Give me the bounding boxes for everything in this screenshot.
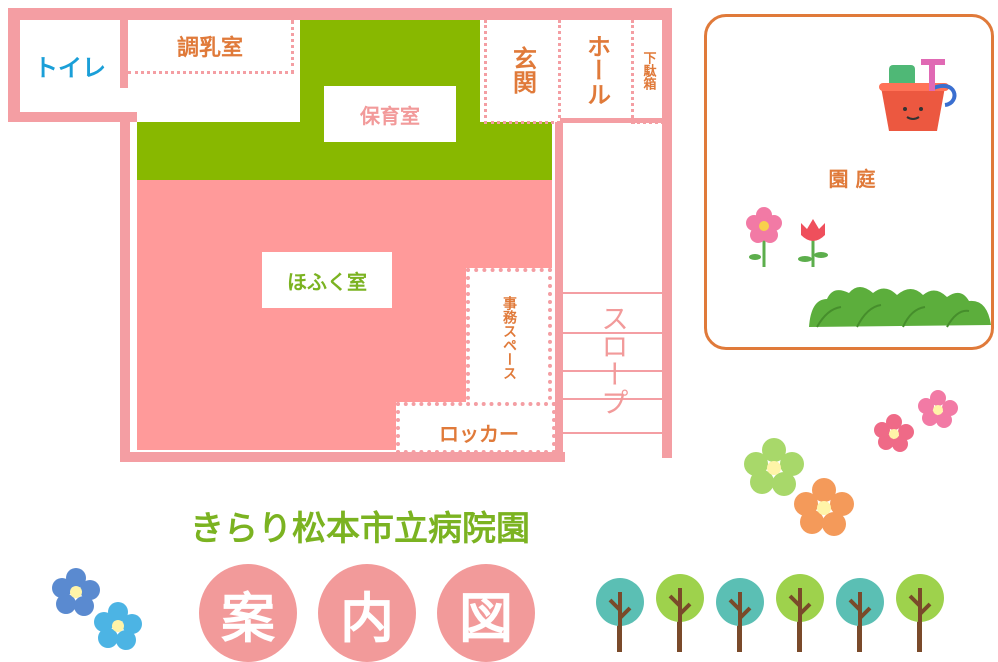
locker-area bbox=[396, 402, 556, 454]
formula-room-label: 調乳室 bbox=[176, 36, 243, 61]
hall-outline bbox=[558, 20, 634, 124]
subtitle-char: 案 bbox=[199, 564, 297, 662]
garden: 園 庭 bbox=[704, 14, 994, 350]
bush-icon bbox=[809, 287, 991, 328]
lockers-label: ロッカー bbox=[439, 421, 519, 446]
flower-icon bbox=[746, 207, 782, 267]
entrance-label: 玄関 bbox=[508, 46, 537, 94]
flower-icon bbox=[874, 390, 958, 452]
slope-line bbox=[563, 432, 663, 434]
slope-line bbox=[563, 398, 663, 400]
wall-left-outer bbox=[8, 8, 20, 122]
wall-top bbox=[8, 8, 672, 20]
shoebox-label: 下駄箱 bbox=[640, 50, 656, 90]
slope-line bbox=[563, 332, 663, 334]
slope-line bbox=[563, 292, 663, 294]
wall-toilet-bottom bbox=[8, 112, 137, 122]
wall-right-inner bbox=[555, 122, 563, 462]
shoebox-outline bbox=[632, 20, 664, 124]
subtitle-char: 内 bbox=[318, 564, 416, 662]
slope-line bbox=[563, 370, 663, 372]
garden-label: 園 庭 bbox=[828, 166, 876, 191]
wall-entrance-bottom bbox=[560, 118, 665, 123]
sand-bucket-icon bbox=[879, 59, 957, 131]
nursery-room-label: 保育室 bbox=[324, 86, 456, 142]
formula-room-outline bbox=[128, 20, 294, 74]
wall-right-outer bbox=[662, 8, 672, 458]
wall-toilet-divider bbox=[120, 8, 128, 88]
tree-icon bbox=[596, 574, 944, 652]
slope-label: スロープ bbox=[597, 304, 630, 416]
hall-label: ホール bbox=[582, 34, 611, 106]
flower-icon bbox=[744, 438, 854, 536]
wall-left bbox=[120, 112, 130, 462]
entrance-outline bbox=[484, 20, 560, 124]
tulip-icon bbox=[798, 219, 828, 267]
page-title: きらり松本市立病院園 bbox=[190, 508, 530, 549]
childcare-room-label: ほふく室 bbox=[262, 252, 392, 308]
toilet-label: トイレ bbox=[34, 53, 106, 82]
wall-bottom bbox=[120, 452, 565, 462]
flower-icon bbox=[52, 568, 142, 650]
office-space-label: 事務スペース bbox=[501, 296, 517, 380]
subtitle-char: 図 bbox=[437, 564, 535, 662]
